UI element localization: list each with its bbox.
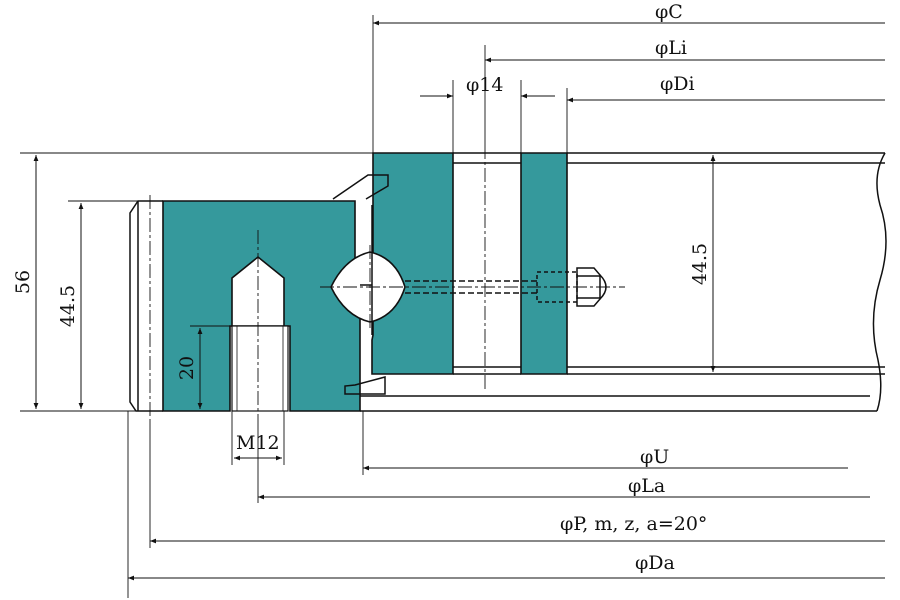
label-Li: φLi bbox=[655, 37, 687, 59]
outer-bolt-hole bbox=[231, 255, 289, 412]
label-U: φU bbox=[640, 446, 669, 468]
label-height-total: 56 bbox=[12, 270, 34, 294]
dimension-lines bbox=[33, 20, 885, 581]
label-P: φP, m, z, a=20° bbox=[560, 513, 707, 535]
label-La: φLa bbox=[628, 475, 665, 497]
label-thread: M12 bbox=[236, 432, 280, 454]
label-height-outer: 44.5 bbox=[57, 285, 79, 327]
label-hole: φ14 bbox=[466, 74, 503, 96]
label-Di: φDi bbox=[660, 73, 695, 95]
label-thread-depth: 20 bbox=[176, 356, 198, 380]
label-height-inner: 44.5 bbox=[689, 243, 711, 285]
center-lines bbox=[149, 145, 625, 420]
inner-ring-section bbox=[371, 152, 568, 375]
extension-lines bbox=[20, 15, 568, 598]
label-Da: φDa bbox=[635, 552, 675, 574]
outline bbox=[129, 152, 887, 412]
label-C: φC bbox=[655, 1, 683, 23]
